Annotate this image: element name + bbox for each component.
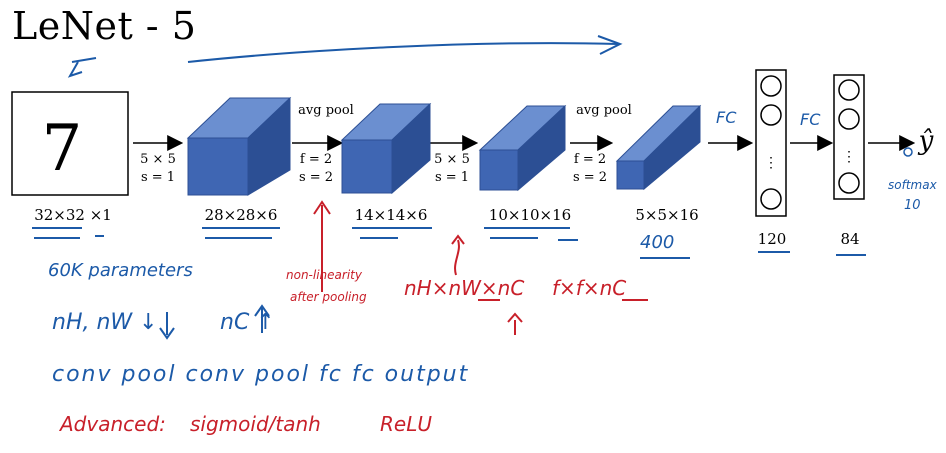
output-softmax-note: softmax — [888, 178, 937, 192]
layer4-size-label: 5×5×16 — [635, 206, 699, 224]
pattern-note: conv pool conv pool fc fc output — [52, 362, 470, 387]
volume-pool2 — [615, 104, 702, 191]
slide-title: LeNet - 5 — [12, 4, 197, 48]
conv2-stride-label: s = 1 — [434, 170, 470, 185]
volume-conv2 — [478, 104, 567, 192]
nonlinearity-note-1: non-linearity — [286, 268, 362, 282]
shape-note-2: f×f×nC — [552, 276, 627, 300]
pool1-type-label: avg pool — [298, 103, 354, 118]
conv2-filter-label: 5 × 5 — [434, 152, 470, 167]
pool1-filter-label: f = 2 — [299, 152, 333, 167]
pen-blue-downarrow — [159, 312, 175, 340]
svg-text:⋮: ⋮ — [842, 149, 856, 165]
dims-note-hw: nH, nW ↓ — [52, 310, 158, 335]
pen-stroke-top — [187, 42, 619, 63]
pen-mark-input — [67, 57, 97, 78]
shape-note-1: nH×nW×nC — [404, 276, 525, 300]
volume-conv1 — [186, 96, 292, 196]
activation-note-1: sigmoid/tanh — [190, 412, 321, 436]
pool2-stride-label: s = 2 — [572, 170, 608, 185]
volume-pool1 — [340, 102, 432, 195]
pen-arrowhead-top — [597, 35, 623, 55]
output-count-note: 10 — [904, 198, 921, 213]
svg-text:⋮: ⋮ — [764, 155, 778, 171]
nonlinearity-note-2: after pooling — [290, 290, 367, 304]
flatten-count-note: 400 — [640, 232, 675, 253]
conv1-filter-label: 5 × 5 — [140, 152, 176, 167]
pen-red-squiggle — [451, 234, 465, 276]
layer1-size-label: 28×28×6 — [204, 206, 278, 224]
pool1-stride-label: s = 2 — [298, 170, 334, 185]
output-dot — [903, 147, 913, 157]
activation-note-2: ReLU — [380, 412, 432, 436]
fc-layer-120: ⋮ — [755, 69, 787, 217]
advanced-note: Advanced: — [60, 412, 166, 436]
pen-underlines — [32, 227, 866, 259]
params-note: 60K parameters — [48, 260, 193, 281]
layer3-size-label: 10×10×16 — [488, 206, 572, 224]
fc2-hand-label: FC — [800, 110, 821, 129]
input-size-label: 32×32 ×1 — [34, 206, 112, 224]
layer2-size-label: 14×14×6 — [354, 206, 428, 224]
pen-red-arrow — [313, 200, 331, 292]
pool2-type-label: avg pool — [576, 103, 632, 118]
conv1-stride-label: s = 1 — [140, 170, 176, 185]
pen-blue-uparrow — [254, 304, 270, 333]
fc2-size-label: 84 — [840, 230, 860, 248]
output-yhat: ŷ — [918, 126, 934, 156]
fc1-size-label: 120 — [757, 230, 787, 248]
fc1-hand-label: FC — [716, 108, 737, 127]
dims-note-c: nC ↑ — [220, 310, 275, 335]
input-digit: 7 — [42, 112, 83, 186]
pen-red-uparrow — [507, 312, 523, 335]
input-image — [11, 91, 129, 196]
pool2-filter-label: f = 2 — [573, 152, 607, 167]
fc-layer-84: ⋮ — [833, 74, 865, 200]
